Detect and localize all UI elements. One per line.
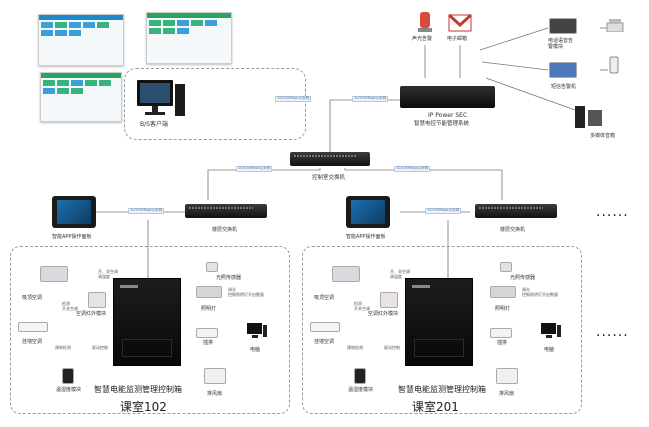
thermo-module-icon bbox=[354, 368, 366, 384]
control-cabinet-icon bbox=[113, 278, 181, 366]
bs-client-label: B/S客户端 bbox=[140, 121, 168, 128]
ac-module-label: 空调红外模块 bbox=[368, 311, 399, 317]
dashboard-screenshot-2 bbox=[146, 12, 232, 64]
fan-icon bbox=[204, 368, 226, 384]
light-sensor-label: 光照传感器 bbox=[510, 275, 536, 281]
socket-icon bbox=[196, 328, 218, 338]
light-sensor-icon bbox=[500, 262, 512, 272]
fan-label: 排风扇 bbox=[207, 391, 223, 397]
room-label: 课室201 bbox=[412, 400, 459, 414]
power-control-label: 开、关空调 调温度 bbox=[98, 269, 118, 279]
ac-ir-module-icon bbox=[380, 292, 398, 308]
floor-switch-icon bbox=[475, 204, 557, 218]
detect-note-label: 检测 开关空调 bbox=[354, 301, 370, 311]
sms-alarm-icon bbox=[549, 62, 577, 78]
dashboard-screenshot-1 bbox=[38, 14, 124, 66]
light-icon bbox=[196, 286, 222, 298]
bs-client-region bbox=[124, 68, 306, 140]
socket-label: 插排 bbox=[497, 340, 508, 346]
ceiling-ac-label: 吸顶空调 bbox=[314, 295, 335, 301]
alarm-light-icon bbox=[418, 12, 432, 32]
pc-icon bbox=[541, 323, 561, 338]
app-panel-label: 智能APP操作面板 bbox=[346, 234, 386, 240]
server-label-2: 智慧电控节能管理系统 bbox=[414, 121, 470, 127]
sms-label: 短信告警机 bbox=[551, 84, 577, 90]
pc-label: 电脑 bbox=[250, 347, 261, 353]
light-note-label: 调光 控制照明灯开启数量 bbox=[522, 287, 558, 297]
floor-switch-icon bbox=[185, 204, 267, 218]
ceiling-ac-label: 吸顶空调 bbox=[22, 295, 43, 301]
speaker-icon bbox=[575, 106, 602, 128]
phone-voice-module-icon bbox=[549, 18, 577, 34]
light-label: 照明灯 bbox=[495, 306, 511, 312]
thermo-label: 温湿度模块 bbox=[56, 387, 82, 393]
classroom-region-left bbox=[10, 246, 290, 414]
fan-label: 排风扇 bbox=[499, 391, 515, 397]
thermo-module-icon bbox=[62, 368, 74, 384]
classroom-region-right bbox=[302, 246, 582, 414]
building-detect-label: 建筑检测 bbox=[55, 345, 71, 350]
building-detect-label: 建筑检测 bbox=[347, 345, 363, 350]
power-control-label: 开、关空调 调温度 bbox=[390, 269, 410, 279]
pc-label: 电脑 bbox=[544, 347, 555, 353]
link-tag: 10/100Mbps以太网 bbox=[425, 208, 462, 214]
alarm-light-label: 声光告警 bbox=[412, 36, 433, 42]
light-icon bbox=[490, 286, 516, 298]
room-label: 课室102 bbox=[120, 400, 167, 414]
app-panel-icon bbox=[346, 196, 390, 228]
control-switch-icon bbox=[290, 152, 370, 166]
wall-ac-icon bbox=[310, 322, 340, 332]
link-tag: 10/100Mbps以太网 bbox=[352, 96, 389, 102]
light-sensor-icon bbox=[206, 262, 218, 272]
cabinet-label: 智慧电能监测管理控制箱 bbox=[94, 385, 182, 394]
server-label-1: IP Power SEC bbox=[428, 112, 468, 119]
more-ellipsis: ...... bbox=[596, 324, 629, 340]
desktop-computer-icon bbox=[137, 80, 185, 116]
ceiling-ac-icon bbox=[40, 266, 68, 282]
wall-ac-label: 挂墙空调 bbox=[314, 339, 335, 345]
pc-icon bbox=[247, 323, 267, 338]
wall-ac-label: 挂墙空调 bbox=[22, 339, 43, 345]
detect-note-label: 检测 开关空调 bbox=[62, 301, 78, 311]
drive-control-label: 驱动控制 bbox=[384, 345, 400, 350]
floor-switch-label: 楼层交换机 bbox=[212, 227, 238, 233]
light-sensor-label: 光照传感器 bbox=[216, 275, 242, 281]
wall-ac-icon bbox=[18, 322, 48, 332]
cabinet-label: 智慧电能监测管理控制箱 bbox=[398, 385, 486, 394]
light-label: 照明灯 bbox=[201, 306, 217, 312]
socket-icon bbox=[490, 328, 512, 338]
socket-label: 插排 bbox=[203, 340, 214, 346]
ceiling-ac-icon bbox=[332, 266, 360, 282]
server-unit bbox=[400, 86, 495, 108]
link-tag: 10/100Mbps以太网 bbox=[394, 166, 431, 172]
floor-switch-label: 楼层交换机 bbox=[500, 227, 526, 233]
ac-ir-module-icon bbox=[88, 292, 106, 308]
ac-module-label: 空调红外模块 bbox=[76, 311, 107, 317]
dashboard-screenshot-3 bbox=[40, 72, 122, 122]
app-panel-label: 智能APP操作面板 bbox=[52, 234, 92, 240]
link-tag: 10/100Mbps以太网 bbox=[275, 96, 312, 102]
mobile-phone-icon bbox=[609, 56, 619, 74]
email-label: 电子邮箱 bbox=[447, 36, 468, 42]
control-switch-label: 控制室交换机 bbox=[312, 175, 346, 181]
light-note-label: 调光 控制照明灯开启数量 bbox=[228, 287, 264, 297]
media-label: 多媒体音箱 bbox=[590, 133, 616, 139]
link-tag: 10/100Mbps以太网 bbox=[236, 166, 273, 172]
app-panel-icon bbox=[52, 196, 96, 228]
control-cabinet-icon bbox=[405, 278, 473, 366]
fan-icon bbox=[496, 368, 518, 384]
more-ellipsis: ...... bbox=[596, 204, 629, 220]
thermo-label: 温湿度模块 bbox=[348, 387, 374, 393]
email-icon bbox=[448, 14, 472, 32]
telephone-icon bbox=[606, 19, 624, 32]
link-tag: 10/100Mbps以太网 bbox=[128, 208, 165, 214]
phone-voice-label: 电话语音告 警模块 bbox=[548, 38, 574, 50]
drive-control-label: 驱动控制 bbox=[92, 345, 108, 350]
